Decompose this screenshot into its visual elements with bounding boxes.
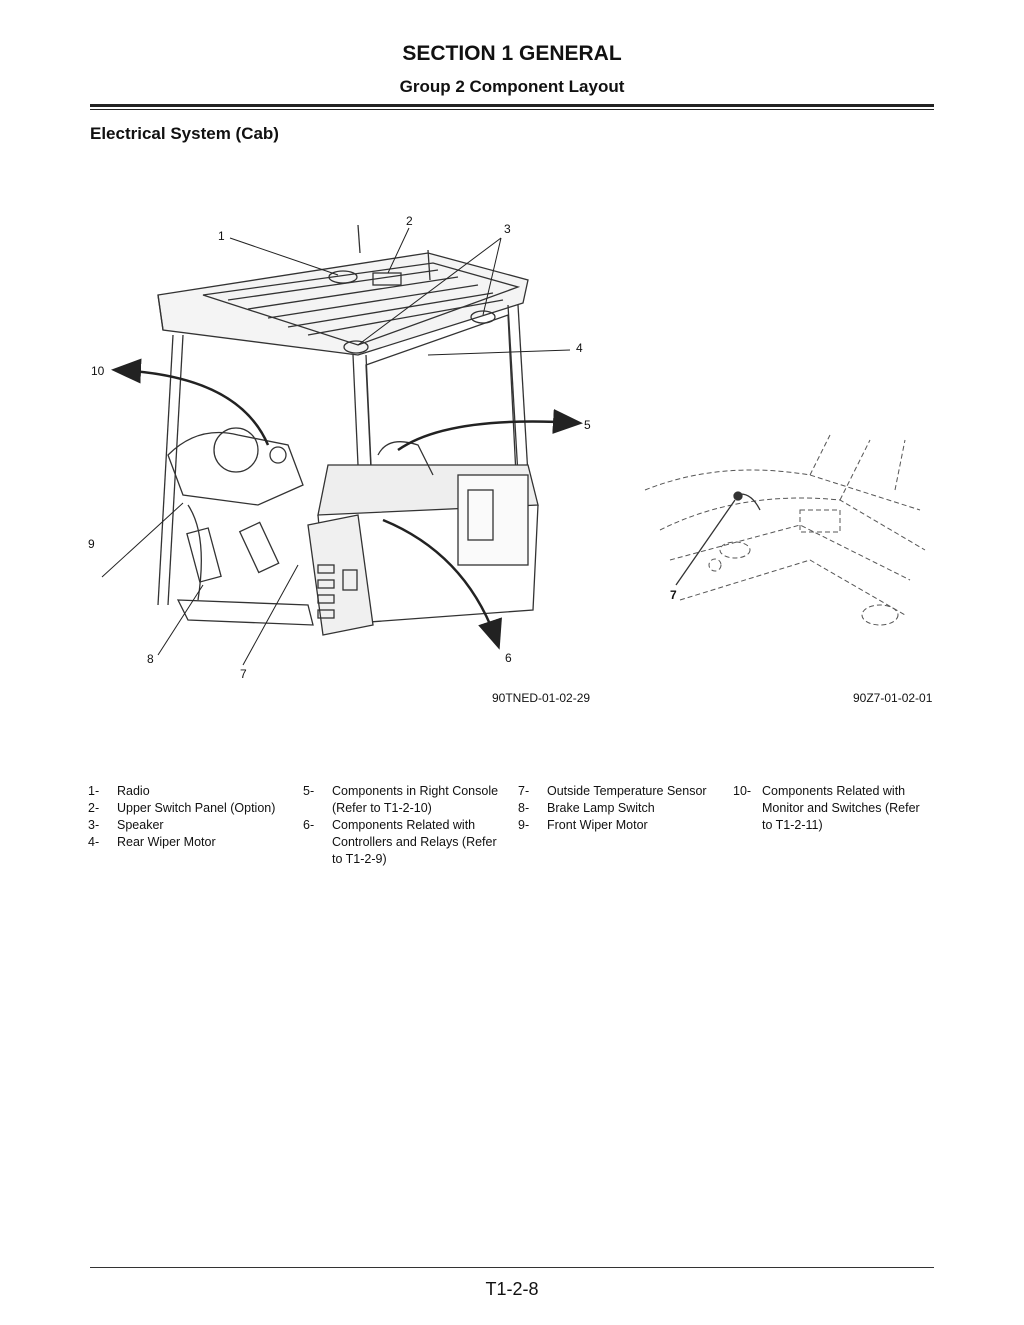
header-rule-thin <box>90 109 934 110</box>
cab-illustration: 1 2 3 4 5 6 7 8 9 10 <box>88 205 628 690</box>
callout-10: 10 <box>91 364 105 378</box>
inset-callout-7: 7 <box>670 588 677 602</box>
callout-3: 3 <box>504 222 511 236</box>
figure-id-right: 90Z7-01-02-01 <box>853 691 933 705</box>
figure-id-left: 90TNED-01-02-29 <box>492 691 591 705</box>
callout-1: 1 <box>218 229 225 243</box>
legend-item: 10-Components Related with Monitor and S… <box>733 784 920 832</box>
legend-item: 1-Radio <box>88 784 150 798</box>
footer-rule <box>90 1267 934 1268</box>
page-number: T1-2-8 <box>485 1279 539 1299</box>
callout-5: 5 <box>584 418 591 432</box>
callout-7: 7 <box>240 667 247 681</box>
callout-6: 6 <box>505 651 512 665</box>
callout-4: 4 <box>576 341 583 355</box>
section-title: SECTION 1 GENERAL <box>402 42 622 65</box>
sensor-inset-illustration: 7 <box>640 430 940 655</box>
subsection-title: Electrical System (Cab) <box>90 124 279 143</box>
legend-item: 3-Speaker <box>88 818 164 832</box>
callout-2: 2 <box>406 214 413 228</box>
legend-item: 9-Front Wiper Motor <box>518 818 648 832</box>
legend-item: 7-Outside Temperature Sensor <box>518 784 707 798</box>
callout-9: 9 <box>88 537 95 551</box>
legend-item: 6-Components Related with Controllers an… <box>303 818 497 866</box>
legend-item: 4-Rear Wiper Motor <box>88 835 216 849</box>
header-rule-thick <box>90 104 934 107</box>
callout-8: 8 <box>147 652 154 666</box>
legend-column-3: 7-Outside Temperature Sensor 8-Brake Lam… <box>518 783 723 834</box>
legend-item: 5-Components in Right Console (Refer to … <box>303 784 499 815</box>
legend-column-4: 10-Components Related with Monitor and S… <box>733 783 933 834</box>
legend-item: 2-Upper Switch Panel (Option) <box>88 801 276 815</box>
legend-item: 8-Brake Lamp Switch <box>518 801 655 815</box>
group-title: Group 2 Component Layout <box>399 77 625 96</box>
legend-column-2: 5-Components in Right Console (Refer to … <box>303 783 503 868</box>
legend-column-1: 1-Radio 2-Upper Switch Panel (Option) 3-… <box>88 783 293 851</box>
